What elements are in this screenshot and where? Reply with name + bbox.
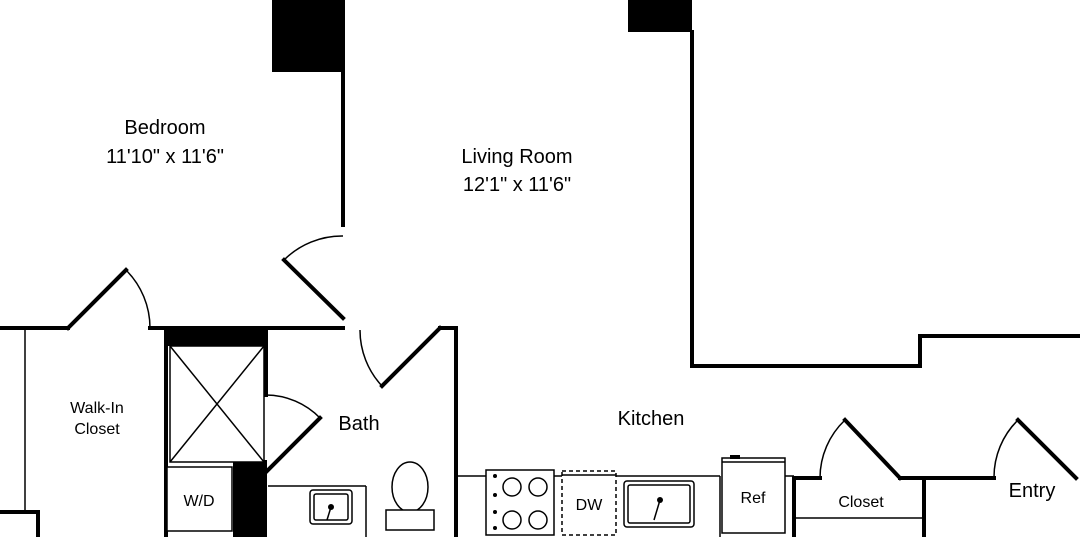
doors: [65, 235, 1079, 481]
living-room-label: Living Room: [461, 146, 572, 168]
entry-label: Entry: [1009, 480, 1056, 502]
closet-label: Closet: [838, 494, 884, 511]
living-room-dimensions: 12'1" x 11'6": [463, 174, 571, 196]
column-top-right: [628, 0, 692, 32]
dishwasher-label: DW: [576, 497, 604, 514]
washer-dryer-unit: [166, 466, 233, 532]
bedroom-label: Bedroom: [124, 117, 205, 139]
toilet-tank: [385, 509, 435, 531]
shaft: [169, 345, 265, 463]
walk-in-closet-label-line2: Closet: [74, 421, 120, 438]
dishwasher: [561, 470, 617, 536]
bath-label: Bath: [338, 413, 379, 435]
toilet-bowl: [391, 461, 429, 513]
wall-block-shaft-top: [166, 328, 266, 346]
refrigerator-label: Ref: [741, 490, 766, 507]
washer-dryer-label: W/D: [183, 493, 214, 510]
walk-in-closet-label-line1: Walk-In: [70, 400, 124, 417]
column-top-left: [272, 0, 343, 72]
kitchen-fixtures: [456, 455, 794, 537]
wall-block-wd: [233, 460, 267, 537]
refrigerator: [721, 457, 786, 534]
bedroom-dimensions: 11'10" x 11'6": [106, 146, 224, 168]
bath-fixtures: [268, 461, 435, 537]
kitchen-label: Kitchen: [618, 408, 685, 430]
